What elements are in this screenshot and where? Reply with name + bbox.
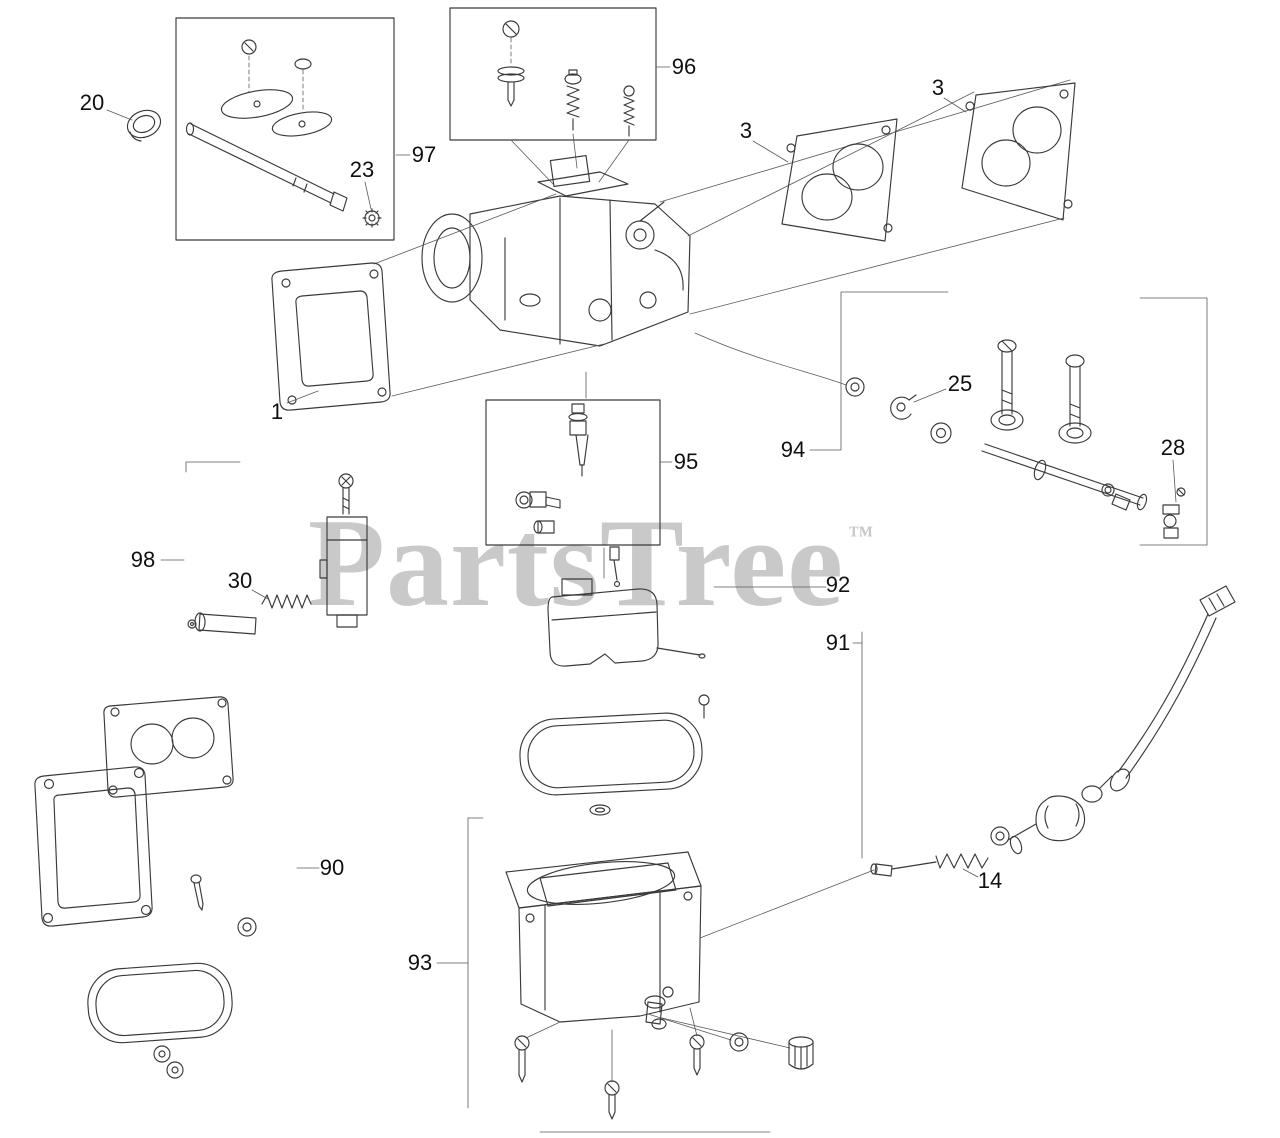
group-box-96 [449,7,671,185]
group-28-bracket [1139,297,1208,546]
bowl-gasket [519,712,703,816]
gasket-3-right [943,82,1076,221]
carburetor-body [373,79,1071,579]
choke-control-assembly [990,585,1236,855]
callout-30: 30 [227,568,253,593]
gasket-3-left [752,118,898,242]
bracket-91 [852,631,863,859]
callout-92: 92 [825,572,851,597]
callout-25: 25 [947,371,973,396]
part-20-seal [106,109,162,142]
callout-96: 96 [671,54,697,79]
group-14-spring [699,853,989,939]
callout-3-right: 3 [931,75,945,100]
callout-98: 98 [130,547,156,572]
callout-95: 95 [673,449,699,474]
watermark-text: PartsTree [308,494,845,633]
gasket-1 [271,262,391,411]
callout-14: 14 [977,868,1003,893]
group-box-97 [175,17,411,241]
group-box-95 [485,399,673,588]
callout-23: 23 [349,157,375,182]
callout-3-left: 3 [739,118,753,143]
callout-97: 97 [411,142,437,167]
callout-91: 91 [825,630,851,655]
group-98-solenoid [160,461,368,635]
part-23-nut [362,181,382,228]
callout-28: 28 [1160,435,1186,460]
group-92-float [547,578,827,719]
callout-93: 93 [407,950,433,975]
callout-20: 20 [79,90,105,115]
group-94-fuel-rail [809,291,1148,511]
group-90-gaskets [34,696,320,1079]
callout-1: 1 [270,399,284,424]
callout-90: 90 [319,855,345,880]
callout-94: 94 [780,437,806,462]
watermark-tm-symbol: ™ [848,522,875,549]
group-93-bowl [436,817,814,1133]
